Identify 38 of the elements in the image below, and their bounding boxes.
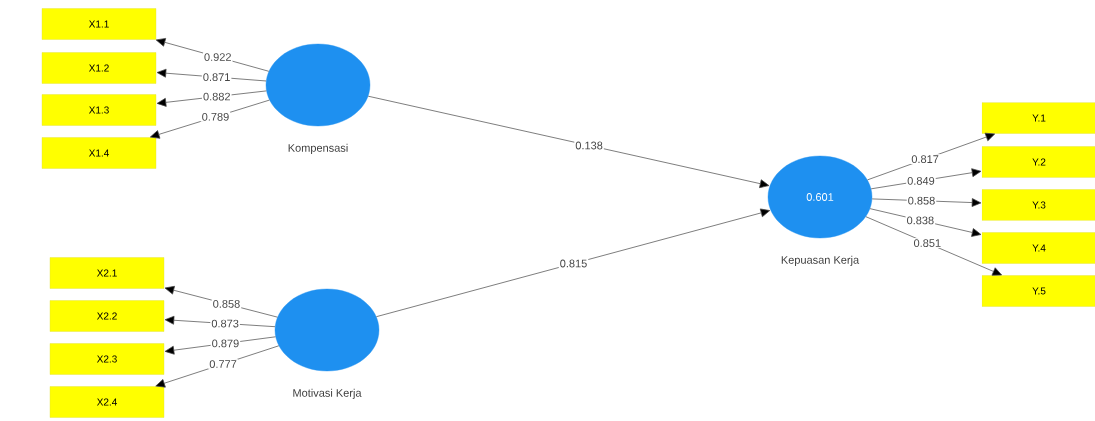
indicator-box: X2.3: [49, 343, 165, 375]
indicator-box: Y.3: [981, 189, 1095, 221]
construct-name: Motivasi Kerja: [293, 388, 362, 399]
arrow: [867, 132, 996, 181]
edge-label: 0.849: [906, 175, 936, 186]
indicator-box: X1.4: [41, 137, 157, 169]
indicator-box: X2.4: [49, 386, 165, 418]
edge-label: 0.817: [910, 154, 940, 164]
indicator-box: Y.4: [981, 232, 1095, 264]
indicator-box: X1.3: [41, 94, 157, 126]
indicator-box: Y.1: [981, 102, 1095, 134]
edge-label: 0.858: [211, 299, 242, 309]
indicator-box: X1.2: [41, 52, 157, 84]
edge-label: 0.851: [912, 238, 943, 248]
arrow: [376, 208, 771, 318]
indicator-box: Y.5: [981, 275, 1095, 307]
edge-label: 0.815: [558, 258, 589, 269]
edge-label: 0.879: [210, 338, 241, 349]
arrow: [155, 345, 280, 388]
indicator-box: X2.2: [49, 300, 165, 332]
edge-label: 0.858: [906, 195, 937, 206]
latent-variable-circle: [274, 288, 380, 372]
edge-label: 0.871: [201, 72, 232, 82]
edge-label: 0.873: [210, 318, 240, 329]
arrow: [367, 95, 770, 188]
latent-variable-circle: [265, 43, 371, 127]
indicator-box: Y.2: [981, 146, 1095, 178]
arrow: [865, 216, 1002, 276]
edge-label: 0.882: [202, 91, 232, 102]
edge-label: 0.138: [574, 140, 604, 151]
edge-label: 0.838: [905, 215, 936, 226]
edge-label: 0.777: [208, 359, 238, 369]
construct-name: Kompensasi: [288, 143, 348, 154]
edge-label: 0.789: [200, 111, 231, 122]
construct-name: Kepuasan Kerja: [781, 255, 860, 266]
edge-label: 0.922: [203, 52, 233, 62]
indicator-box: X2.1: [49, 257, 165, 289]
indicator-box: X1.1: [41, 8, 157, 40]
